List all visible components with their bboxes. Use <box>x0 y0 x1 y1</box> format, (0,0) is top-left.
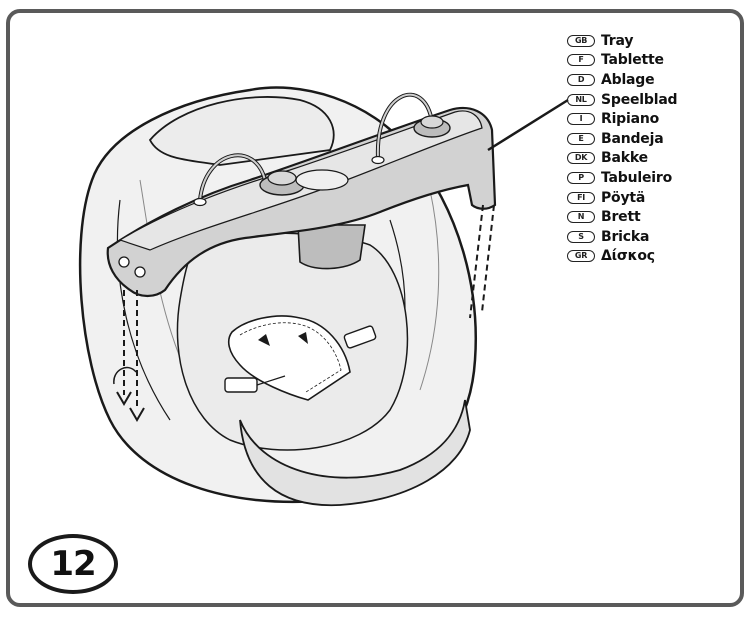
buckle-right <box>343 325 377 349</box>
legend-term: Brett <box>601 209 641 226</box>
legend-term: Ablage <box>601 71 655 88</box>
legend-term: Tablette <box>601 52 664 69</box>
language-code-badge: GR <box>567 250 595 263</box>
legend-item: N Brett <box>567 207 677 227</box>
legend-term: Bakke <box>601 150 648 167</box>
legend-item: DK Bakke <box>567 149 677 169</box>
attach-guide-right <box>481 204 495 313</box>
legend-item: I Ripiano <box>567 109 677 129</box>
language-code-badge: E <box>567 132 595 145</box>
language-code-badge: P <box>567 171 595 184</box>
legend-item: GR Δίσκος <box>567 247 677 267</box>
language-code-badge: FI <box>567 191 595 204</box>
attach-arrow-left <box>129 407 145 422</box>
page-frame <box>6 9 744 607</box>
language-code-badge: N <box>567 211 595 224</box>
harness-pad-stitch <box>239 322 342 393</box>
seat-front-lip <box>239 399 471 507</box>
harness-slot <box>258 334 270 346</box>
legend-item: P Tabuleiro <box>567 168 677 188</box>
translation-legend: GB Tray F Tablette D Ablage NL Speelblad I Ri… <box>567 31 678 267</box>
tray-arch <box>376 93 433 159</box>
tray-clip-hole <box>118 256 130 268</box>
legend-item: FI Pöytä <box>567 188 677 208</box>
tray-peg <box>371 155 385 165</box>
buckle-left <box>224 377 258 393</box>
language-code-badge: DK <box>567 152 595 165</box>
tray-cup <box>297 224 366 270</box>
seat-quilt-line <box>419 189 440 391</box>
legend-item: GB Tray <box>567 31 677 51</box>
harness-slot <box>298 332 308 344</box>
step-number-badge: 12 <box>28 534 118 594</box>
tray-peg <box>193 197 207 207</box>
attach-guide-right <box>469 204 484 319</box>
language-code-badge: I <box>567 113 595 126</box>
strap <box>256 375 286 386</box>
tray-knob <box>420 115 444 129</box>
step-number: 12 <box>50 544 96 584</box>
seat-headrest <box>148 96 335 166</box>
legend-item: E Bandeja <box>567 129 677 149</box>
harness-pad <box>227 315 351 401</box>
legend-item: D Ablage <box>567 70 677 90</box>
legend-term: Bandeja <box>601 130 664 147</box>
language-code-badge: D <box>567 73 595 86</box>
legend-term: Δίσκος <box>601 248 655 265</box>
tray-knob <box>267 170 297 186</box>
language-code-badge: GB <box>567 34 595 47</box>
legend-item: NL Speelblad <box>567 90 678 110</box>
legend-term: Speelblad <box>601 91 678 108</box>
language-code-badge: S <box>567 230 595 243</box>
legend-term: Ripiano <box>601 111 660 128</box>
legend-item: S Bricka <box>567 227 677 247</box>
tray-clip-hole <box>134 266 146 278</box>
legend-term: Tray <box>601 32 634 49</box>
seat-quilt-line <box>116 199 171 421</box>
leader-line <box>487 98 569 152</box>
language-code-badge: F <box>567 54 595 67</box>
language-code-badge: NL <box>567 93 595 106</box>
legend-term: Bricka <box>601 228 650 245</box>
tray-cup-opening <box>295 169 349 191</box>
legend-term: Tabuleiro <box>601 169 672 186</box>
attach-arrow-left <box>116 391 132 406</box>
attach-arc <box>113 366 137 385</box>
tray-arch <box>199 154 266 201</box>
legend-item: F Tablette <box>567 51 677 71</box>
legend-term: Pöytä <box>601 189 646 206</box>
